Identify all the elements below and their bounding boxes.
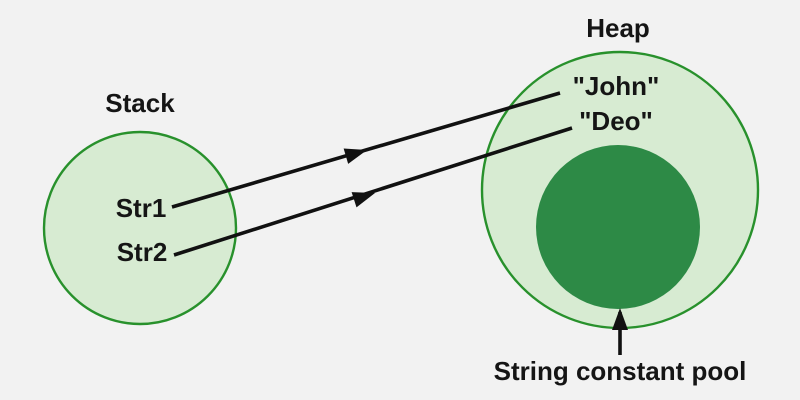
heap-string-deo: "Deo" xyxy=(579,106,653,136)
stack-variable-str1: Str1 xyxy=(116,193,167,223)
string-constant-pool-label: String constant pool xyxy=(494,356,747,386)
arrow-pool-label-head xyxy=(612,308,628,330)
stack-label: Stack xyxy=(105,88,175,118)
stack-circle xyxy=(42,130,238,326)
heap-label: Heap xyxy=(586,13,650,43)
heap-string-john: "John" xyxy=(573,71,660,101)
stack-variable-str2: Str2 xyxy=(117,237,168,267)
arrow-str2-to-deo-head xyxy=(351,192,375,208)
arrow-str1-to-john-head xyxy=(343,148,367,164)
string-constant-pool-circle xyxy=(536,145,700,309)
arrow-str2-to-deo-line xyxy=(173,126,573,257)
